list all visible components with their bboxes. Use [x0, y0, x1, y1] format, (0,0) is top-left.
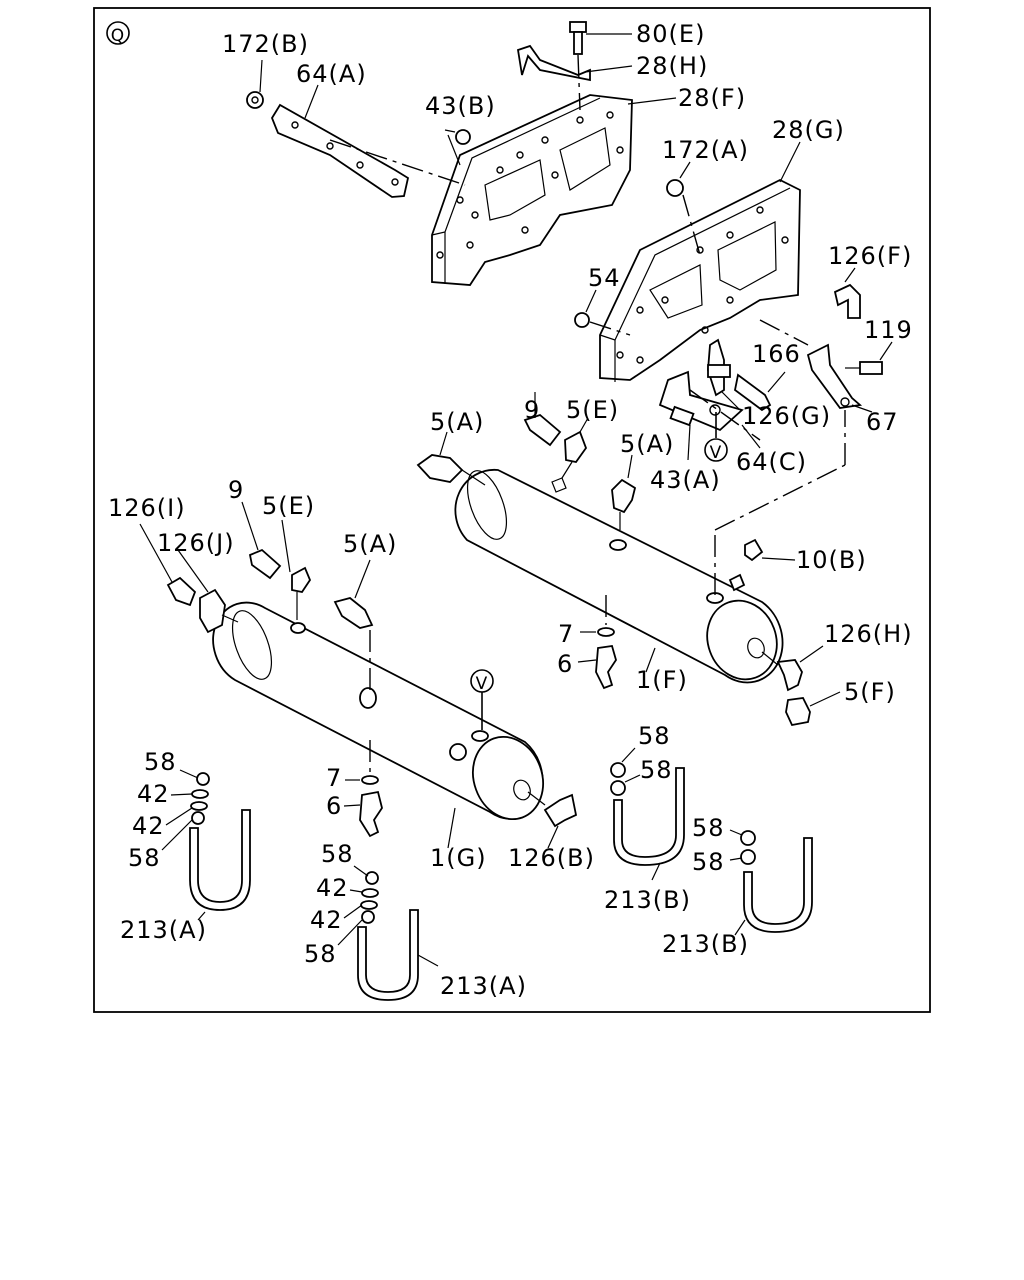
valve-126G	[707, 338, 741, 411]
label-58-b: 58	[128, 844, 161, 872]
bolt-43A	[669, 405, 695, 461]
label-67: 67	[866, 408, 899, 436]
nut-54	[574, 289, 631, 336]
label-5A-upper-right: 5(A)	[620, 430, 674, 458]
tank-1G	[212, 601, 544, 821]
bolt-80E	[569, 21, 632, 55]
label-5F: 5(F)	[844, 678, 896, 706]
bolt-119	[845, 341, 893, 375]
label-126F: 126(F)	[828, 242, 912, 270]
label-126J: 126(J)	[157, 529, 235, 557]
label-172B: 172(B)	[222, 30, 309, 58]
label-42-d: 42	[310, 906, 343, 934]
tee-5A-upper-left	[416, 431, 486, 486]
label-28G: 28(G)	[772, 116, 845, 144]
label-7-lower: 7	[326, 764, 342, 792]
label-5E-lower: 5(E)	[262, 492, 315, 520]
label-126H: 126(H)	[824, 620, 913, 648]
label-58-h: 58	[304, 940, 337, 968]
label-58-e: 58	[692, 814, 725, 842]
washer-7-upper	[580, 595, 615, 637]
stay-64C	[658, 370, 761, 449]
label-58-f: 58	[692, 848, 725, 876]
label-213B-right: 213(B)	[662, 930, 749, 958]
bracket-28H	[516, 44, 591, 111]
label-80E: 80(E)	[636, 20, 705, 48]
label-9-upper: 9	[524, 396, 540, 424]
tee-126J	[177, 549, 239, 634]
label-1F: 1(F)	[636, 666, 688, 694]
label-42-a: 42	[137, 780, 170, 808]
label-58-a: 58	[144, 748, 177, 776]
ref-mark-upper-label: V	[710, 443, 723, 463]
part-166	[734, 371, 786, 412]
stay-64A	[270, 84, 466, 198]
ubolt-213B-center	[610, 747, 685, 881]
nut-172A	[666, 161, 701, 256]
label-42-c: 42	[316, 874, 349, 902]
label-5E-upper: 5(E)	[566, 396, 619, 424]
bracket-28F	[431, 94, 633, 286]
label-5A-lower: 5(A)	[343, 530, 397, 558]
plug-5F	[785, 691, 841, 727]
ubolt-213A-left	[161, 769, 251, 921]
bracket-67	[759, 319, 873, 413]
washer-7-lower	[345, 740, 379, 785]
label-213B-center: 213(B)	[604, 886, 691, 914]
label-1G: 1(G)	[430, 844, 487, 872]
label-126I: 126(I)	[108, 494, 186, 522]
label-64A: 64(A)	[296, 60, 367, 88]
label-5A-upper-left: 5(A)	[430, 408, 484, 436]
label-6-lower: 6	[326, 792, 342, 820]
label-58-c: 58	[638, 722, 671, 750]
elbow-5A-upper-right	[611, 454, 637, 530]
ref-mark-lower-label: V	[476, 674, 489, 694]
ref-mark-upper: V	[704, 412, 728, 463]
label-64C: 64(C)	[736, 448, 807, 476]
bolt-43B	[444, 129, 471, 166]
label-166: 166	[752, 340, 801, 368]
label-28F: 28(F)	[678, 84, 746, 112]
label-9-lower: 9	[228, 476, 244, 504]
label-6-upper: 6	[557, 650, 573, 678]
label-119: 119	[864, 316, 913, 344]
nut-172B	[246, 59, 264, 109]
tee-5A-lower	[333, 559, 374, 629]
diagram-frame	[93, 7, 931, 1013]
bracket-28G	[599, 178, 801, 382]
elbow-5E-lower	[281, 519, 312, 620]
drain-6-lower	[343, 790, 383, 838]
elbow-126F	[833, 267, 861, 319]
fitting-9-lower	[241, 501, 282, 580]
label-213A-center: 213(A)	[440, 972, 527, 1000]
elbow-5E-upper	[561, 417, 589, 479]
label-43B: 43(B)	[425, 92, 496, 120]
tank-1F	[454, 410, 846, 684]
label-10B: 10(B)	[796, 546, 867, 574]
elbow-126B	[527, 791, 578, 849]
part-10B	[728, 538, 796, 592]
label-126G: 126(G)	[742, 402, 831, 430]
ubolt-213B-right	[729, 829, 813, 936]
label-7-upper: 7	[558, 620, 574, 648]
elbow-126H	[761, 645, 824, 692]
part-labels: 172(B) 64(A) 43(B) 80(E) 28(H) 28(F) 28(…	[108, 20, 913, 1000]
valve-126I	[139, 523, 197, 607]
label-42-b: 42	[132, 812, 165, 840]
label-172A: 172(A)	[662, 136, 749, 164]
ref-mark-lower: V	[470, 669, 494, 730]
fitting-9-upper	[523, 392, 562, 447]
label-58-g: 58	[321, 840, 354, 868]
label-58-d: 58	[640, 756, 673, 784]
drain-6-upper	[577, 644, 617, 690]
label-126B: 126(B)	[508, 844, 595, 872]
label-54: 54	[588, 264, 621, 292]
section-mark: Q	[106, 21, 130, 46]
ubolt-213A-center	[337, 865, 439, 1001]
label-213A-left: 213(A)	[120, 916, 207, 944]
section-mark-label: Q	[111, 26, 125, 46]
label-28H: 28(H)	[636, 52, 708, 80]
label-43A: 43(A)	[650, 466, 721, 494]
